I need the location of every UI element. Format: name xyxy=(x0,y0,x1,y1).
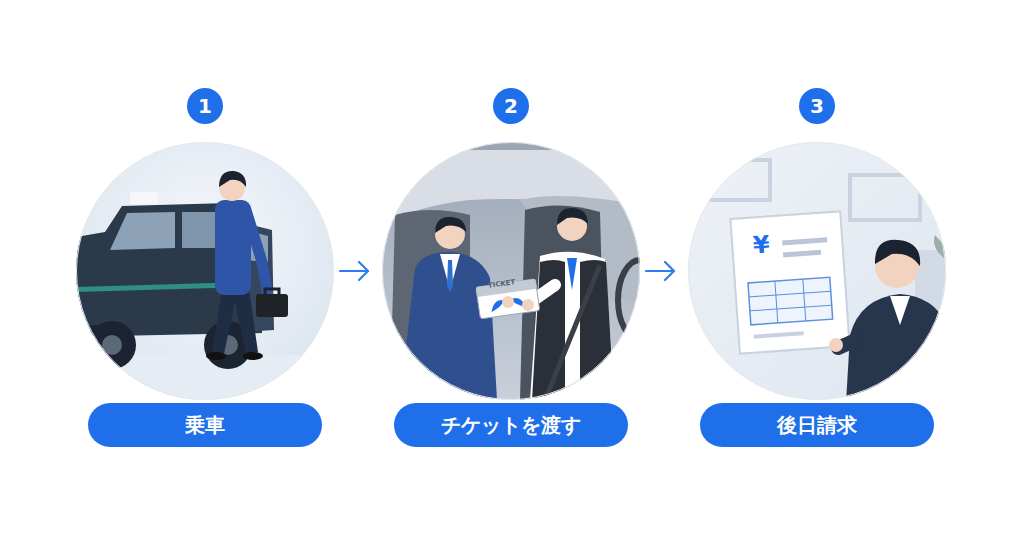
office-scene-part xyxy=(890,296,910,325)
taxi-scene-part xyxy=(256,294,288,317)
office-scene-part xyxy=(829,338,843,352)
office-scene-part xyxy=(875,240,920,266)
taxi-scene-part xyxy=(110,212,175,250)
in-car-scene-part xyxy=(400,252,497,400)
step-number: 1 xyxy=(187,88,223,124)
in-car-scene-part xyxy=(382,142,640,400)
step-number: 3 xyxy=(799,88,835,124)
office-scene-part xyxy=(700,160,770,200)
taxi-scene-part xyxy=(130,192,158,204)
taxi-scene xyxy=(58,142,360,415)
taxi-scene-part xyxy=(63,300,75,315)
step-outline xyxy=(382,142,640,400)
office-scene-part-part xyxy=(803,279,806,321)
step-circle: 1乗車 xyxy=(76,142,334,400)
flow-arrow xyxy=(340,262,368,280)
in-car-scene-part xyxy=(567,258,577,290)
office-scene-part-part xyxy=(730,211,849,353)
in-car-scene-part xyxy=(435,217,466,233)
office-scene-part-part xyxy=(782,237,827,245)
step-label: 乗車 xyxy=(88,403,322,447)
office-scene xyxy=(688,142,962,420)
step-circle: 3後日請求 xyxy=(688,142,946,400)
taxi-scene-part xyxy=(88,321,136,369)
taxi-scene-part xyxy=(219,171,246,187)
taxi-scene-part xyxy=(265,289,279,294)
taxi-scene-part xyxy=(212,290,258,354)
step-outline-circle xyxy=(383,143,640,400)
step-circle: 2チケットを渡す xyxy=(382,142,640,400)
taxi-scene-part xyxy=(243,352,263,360)
currency-symbol: ¥ xyxy=(752,232,770,257)
arrow-head xyxy=(359,262,368,280)
office-scene-part xyxy=(934,225,958,262)
office-scene-part-part xyxy=(749,291,831,297)
in-car-scene-part xyxy=(530,252,615,400)
office-scene-part xyxy=(845,294,962,420)
step-outline xyxy=(688,142,946,400)
in-car-scene-part xyxy=(618,260,662,340)
step-number: 2 xyxy=(493,88,529,124)
flow-arrow xyxy=(646,262,674,280)
arrow-shaft xyxy=(646,270,674,272)
office-scene-part-part xyxy=(783,250,821,258)
in-car-scene xyxy=(382,142,662,400)
arrow-shaft xyxy=(340,270,368,272)
in-car-scene-part xyxy=(522,299,534,311)
in-car-scene-part xyxy=(476,279,540,319)
arrow-head xyxy=(665,262,674,280)
office-scene-part xyxy=(730,211,849,353)
in-car-scene-part-part xyxy=(490,297,526,313)
office-scene-part-part xyxy=(748,277,833,325)
office-scene-part-part xyxy=(750,305,832,311)
in-car-scene-part xyxy=(502,296,514,308)
step-outline-circle xyxy=(77,143,334,400)
step-outline xyxy=(76,142,334,400)
step-label: 後日請求 xyxy=(700,403,934,447)
office-scene-part-part xyxy=(775,281,778,323)
taxi-scene-part xyxy=(246,210,268,296)
in-car-scene-part-part xyxy=(476,279,537,297)
step-outline-circle xyxy=(689,143,946,400)
in-car-scene-part xyxy=(447,260,453,292)
office-scene-part-part xyxy=(754,331,804,338)
in-car-scene-part xyxy=(557,208,588,225)
step-label: チケットを渡す xyxy=(394,403,628,447)
taxi-scene-part xyxy=(206,352,226,360)
in-car-scene-part-part xyxy=(476,279,540,319)
